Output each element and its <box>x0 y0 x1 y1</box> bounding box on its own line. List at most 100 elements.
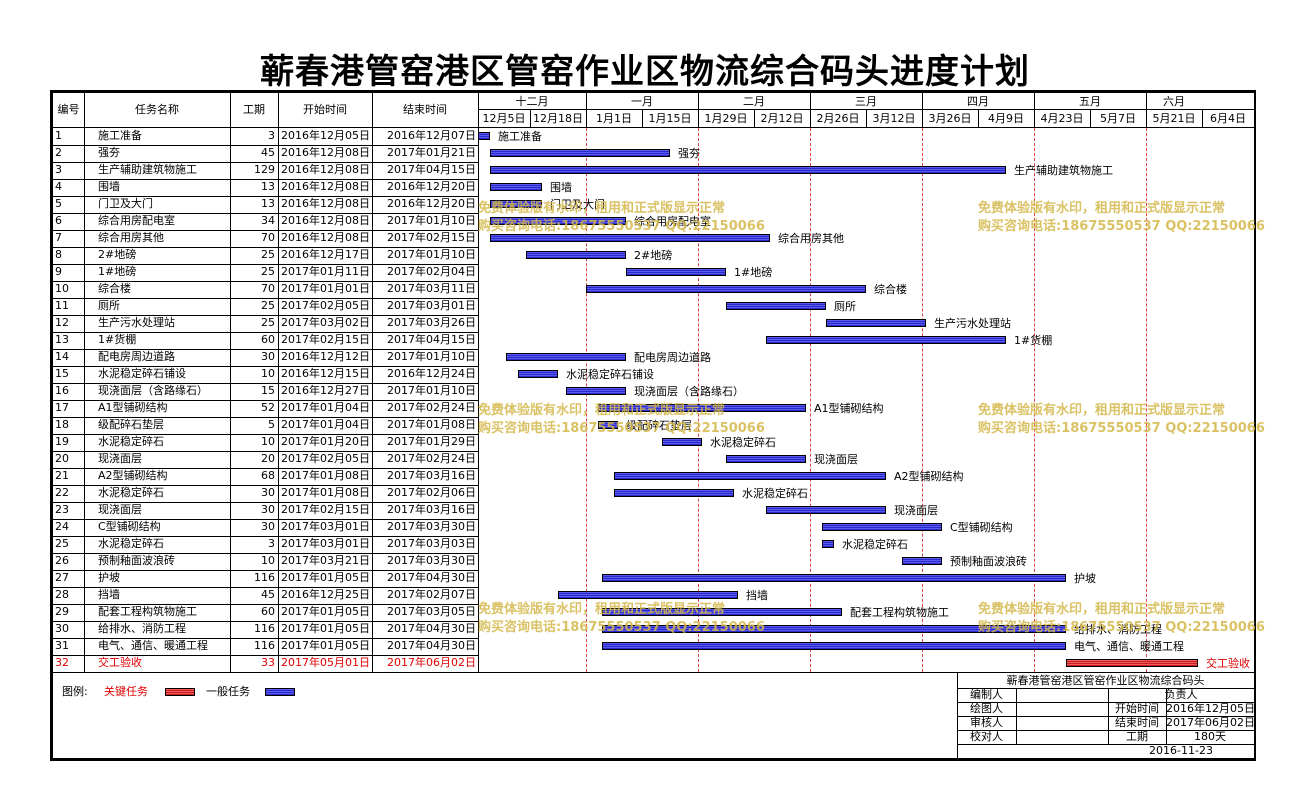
task-start: 2017年01月05日 <box>281 639 370 652</box>
gantt-bar-label: 施工准备 <box>498 130 542 143</box>
info-end-label: 结束时间 <box>1115 716 1159 729</box>
table-row-line <box>53 179 478 180</box>
table-col-line <box>230 93 231 672</box>
gantt-bar-label: 厕所 <box>834 300 856 313</box>
table-row-line <box>53 213 478 214</box>
week-label: 4月23日 <box>1040 112 1084 125</box>
table-row-line <box>53 400 478 401</box>
info-box-left <box>957 672 958 758</box>
task-id: 23 <box>55 503 69 516</box>
task-duration: 30 <box>261 503 275 516</box>
task-name: 生产辅助建筑物施工 <box>98 163 197 176</box>
task-start: 2016年12月08日 <box>281 214 370 227</box>
month-gridline <box>698 128 699 672</box>
table-row-line <box>53 281 478 282</box>
task-duration: 13 <box>261 197 275 210</box>
week-label: 5月21日 <box>1152 112 1196 125</box>
task-id: 22 <box>55 486 69 499</box>
gantt-bar-label: 强夯 <box>678 147 700 160</box>
task-id: 30 <box>55 622 69 635</box>
gantt-bar <box>490 183 542 191</box>
task-end: 2017年01月10日 <box>387 214 476 227</box>
gantt-bar <box>506 353 626 361</box>
gantt-bar <box>478 132 490 140</box>
task-id: 27 <box>55 571 69 584</box>
task-name: 施工准备 <box>98 129 142 142</box>
watermark-line2: 购买咨询电话:18675550537 QQ:22150066 <box>978 219 1265 234</box>
gantt-bar <box>602 608 842 616</box>
task-id: 24 <box>55 520 69 533</box>
task-id: 21 <box>55 469 69 482</box>
gantt-bar <box>598 404 806 412</box>
week-label: 12月5日 <box>482 112 526 125</box>
task-end: 2017年06月02日 <box>387 656 476 669</box>
task-end: 2017年03月16日 <box>387 469 476 482</box>
week-label: 3月12日 <box>872 112 916 125</box>
task-duration: 30 <box>261 486 275 499</box>
week-divider <box>1034 110 1035 127</box>
info-title: 蕲春港管窑港区管窑作业区物流综合码头 <box>1006 674 1205 687</box>
week-label: 1月29日 <box>704 112 748 125</box>
info-row-line <box>957 730 1254 731</box>
task-end: 2017年02月04日 <box>387 265 476 278</box>
gantt-bar-label: 2#地磅 <box>634 249 673 262</box>
info-end-value: 2017年06月02日 <box>1166 716 1254 729</box>
task-start: 2017年02月05日 <box>281 452 370 465</box>
task-name: A1型铺砌结构 <box>98 401 168 414</box>
task-id: 25 <box>55 537 69 550</box>
gantt-bar-label: 综合楼 <box>874 283 907 296</box>
task-name: 门卫及大门 <box>98 197 153 210</box>
week-label: 6月4日 <box>1210 112 1246 125</box>
task-id: 16 <box>55 384 69 397</box>
info-left-label: 审核人 <box>970 716 1003 729</box>
task-end: 2017年03月30日 <box>387 520 476 533</box>
task-start: 2016年12月15日 <box>281 367 370 380</box>
gantt-bar-label: 护坡 <box>1074 572 1096 585</box>
task-end: 2017年03月30日 <box>387 554 476 567</box>
task-end: 2017年03月11日 <box>387 282 476 295</box>
gantt-bar-label: 水泥稳定碎石 <box>842 538 908 551</box>
task-end: 2017年04月30日 <box>387 622 476 635</box>
table-row-line <box>53 434 478 435</box>
gantt-bar-label: 现浇面层 <box>814 453 858 466</box>
task-name: 交工验收 <box>98 656 142 669</box>
task-end: 2017年02月24日 <box>387 452 476 465</box>
task-end: 2017年01月10日 <box>387 350 476 363</box>
gantt-bar-label: 配套工程构筑物施工 <box>850 606 949 619</box>
watermark-line2: 购买咨询电话:18675550537 QQ:22150066 <box>478 219 765 234</box>
task-name: 挡墙 <box>98 588 120 601</box>
gantt-bar-label: C型铺砌结构 <box>950 521 1013 534</box>
gantt-bar-label: 1#地磅 <box>734 266 773 279</box>
task-duration: 25 <box>261 299 275 312</box>
table-row-line <box>53 383 478 384</box>
week-label: 4月9日 <box>988 112 1024 125</box>
header-bottom-line <box>53 127 1254 128</box>
task-end: 2017年03月05日 <box>387 605 476 618</box>
page-title: 蕲春港管窑港区管窑作业区物流综合码头进度计划 <box>260 52 1030 92</box>
week-label: 1月1日 <box>596 112 632 125</box>
gantt-bar <box>586 285 866 293</box>
task-name: 现浇面层（含路缘石） <box>98 384 208 397</box>
watermark-line2: 购买咨询电话:18675550537 QQ:22150066 <box>978 620 1265 635</box>
task-end: 2017年02月24日 <box>387 401 476 414</box>
task-duration: 45 <box>261 146 275 159</box>
task-id: 29 <box>55 605 69 618</box>
table-row-line <box>53 621 478 622</box>
task-id: 13 <box>55 333 69 346</box>
table-row-line <box>53 298 478 299</box>
task-start: 2017年03月02日 <box>281 316 370 329</box>
task-duration: 10 <box>261 367 275 380</box>
week-divider <box>1146 110 1147 127</box>
month-divider <box>1034 93 1035 110</box>
gantt-bar <box>766 336 1006 344</box>
task-id: 28 <box>55 588 69 601</box>
info-row-line <box>957 744 1254 745</box>
week-divider <box>530 110 531 127</box>
gantt-bar <box>598 421 618 429</box>
hdr-name: 任务名称 <box>135 103 179 116</box>
task-end: 2017年03月16日 <box>387 503 476 516</box>
watermark-line2: 购买咨询电话:18675550537 QQ:22150066 <box>478 421 765 436</box>
info-row-line <box>957 702 1254 703</box>
gantt-bar-label: 围墙 <box>550 181 572 194</box>
month-gridline <box>1034 128 1035 672</box>
